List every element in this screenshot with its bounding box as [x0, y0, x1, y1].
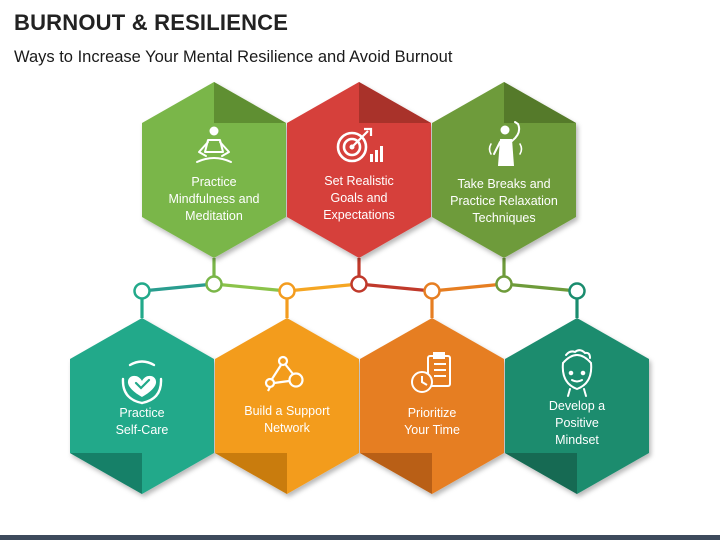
hexagon-self-care	[70, 318, 214, 494]
hexagon-goals	[287, 82, 431, 258]
hexagon-mindfulness	[142, 82, 286, 258]
heart-hands-icon	[121, 360, 163, 405]
bottom-accent-bar	[0, 535, 720, 540]
hexagon-support-network	[215, 318, 359, 494]
brain-head-icon	[561, 349, 593, 397]
stretching-person-icon	[488, 121, 523, 166]
connector-nodes	[133, 275, 586, 300]
clock-checklist-icon	[411, 352, 451, 393]
meditation-icon	[196, 126, 232, 163]
network-icon	[264, 355, 304, 392]
hexagon-prioritize	[360, 318, 504, 494]
page-title: BURNOUT & RESILIENCE	[14, 10, 289, 35]
page-subtitle: Ways to Increase Your Mental Resilience …	[14, 48, 453, 66]
target-goal-icon	[336, 127, 383, 163]
hexagon-breaks	[432, 82, 576, 258]
hexagon-mindset	[505, 318, 649, 494]
